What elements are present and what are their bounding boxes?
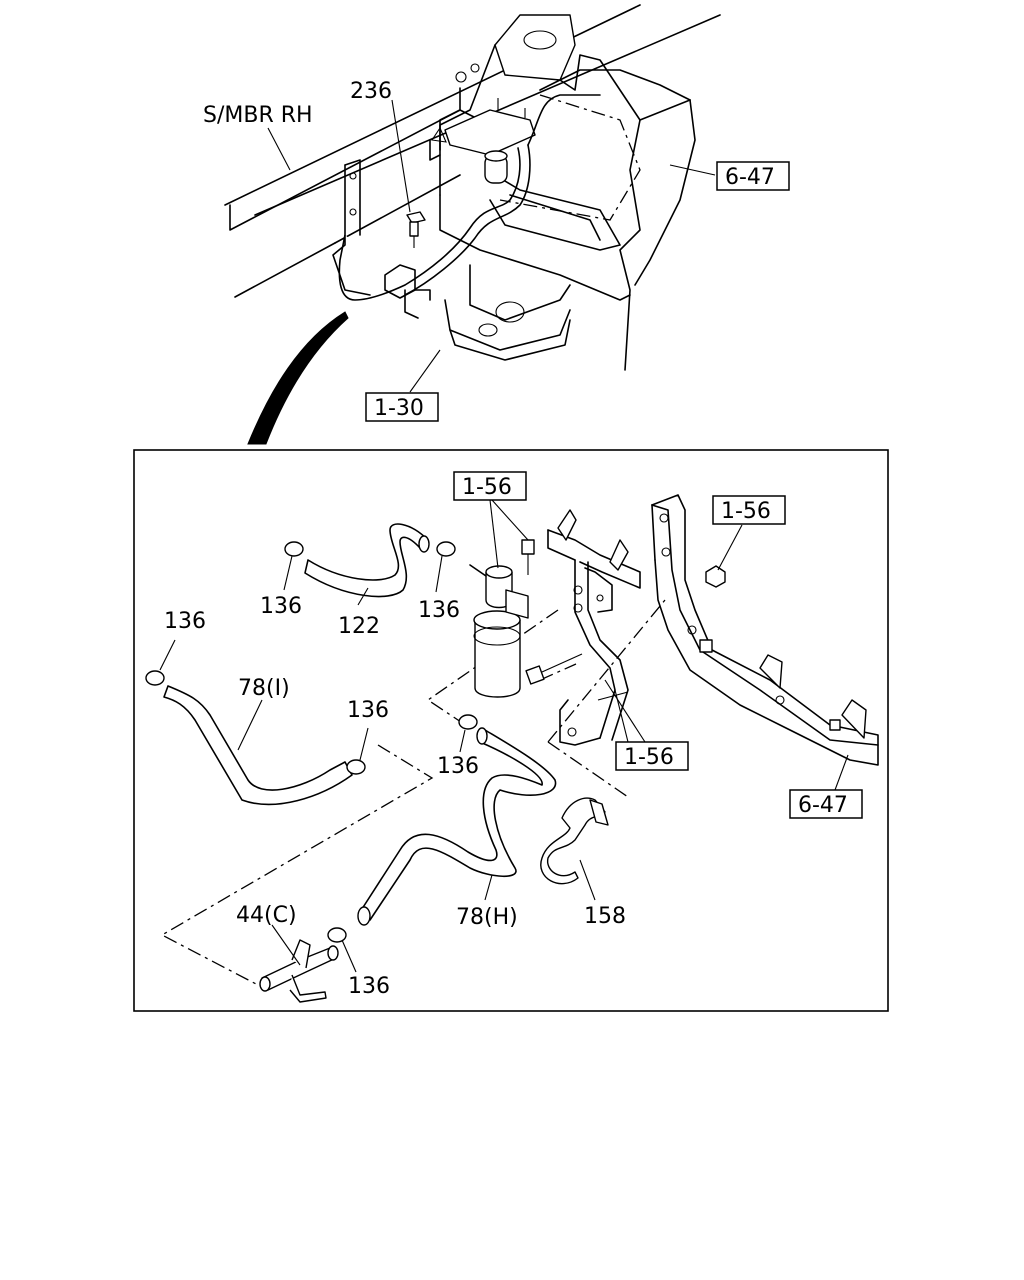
detail-section: 1-56 1-56 1-56 6-47 136 122 136 136 78(I…: [133, 449, 889, 1012]
connector-44C-label: 44(C): [236, 903, 297, 928]
crossmember-ref-box[interactable]: 1-30: [365, 392, 439, 422]
ref-box-right[interactable]: 1-56: [712, 495, 786, 525]
filter-plate: [444, 98, 536, 184]
ref-box-frame[interactable]: 6-47: [789, 789, 863, 819]
frame-bracket: [332, 126, 447, 296]
assembly-lines: [160, 599, 666, 986]
hose-clamp-icon: [145, 541, 478, 943]
ref-frame-label[interactable]: 6-47: [798, 793, 848, 818]
clip-bracket: [384, 264, 431, 319]
bracket-ref-box[interactable]: 6-47: [716, 161, 790, 191]
clamp-label-f: 136: [348, 974, 390, 999]
hose-122: [304, 523, 429, 598]
ref-box-lower[interactable]: 1-56: [615, 741, 689, 771]
nut-icon: [705, 565, 726, 588]
clamp-label-b: 136: [418, 598, 460, 623]
detail-arrow: [247, 311, 349, 445]
bracket-assembly: [439, 14, 696, 371]
detail-leaders: [159, 499, 849, 973]
ref-box-top[interactable]: 1-56: [453, 471, 527, 501]
bolt-icon: [406, 211, 426, 248]
bracket-ref-label[interactable]: 6-47: [725, 165, 775, 190]
hose-78I: [163, 685, 353, 806]
frame-member-6-47: [651, 494, 879, 766]
ref-right-label[interactable]: 1-56: [721, 499, 771, 524]
clamp-label-e: 136: [437, 754, 479, 779]
hose-78I-label: 78(I): [238, 676, 290, 701]
crossmember-ref-label[interactable]: 1-30: [374, 396, 424, 421]
overview-hoses: [338, 94, 601, 301]
fuel-filter: [469, 564, 529, 698]
ref-top-label[interactable]: 1-56: [462, 475, 512, 500]
bolt-icon: [521, 539, 583, 685]
overview-section: S/MBR RH 236 6-47 1-30: [203, 4, 790, 445]
clamp-label-d: 136: [347, 698, 389, 723]
overview-leaders: [267, 99, 716, 393]
mounting-bracket: [547, 509, 641, 746]
connector-44C: [259, 939, 339, 1003]
clamp-label-c: 136: [164, 609, 206, 634]
retainer-158-label: 158: [584, 904, 626, 929]
hose-122-label: 122: [338, 614, 380, 639]
detail-frame: [133, 449, 889, 1012]
bolt-callout: 236: [350, 79, 392, 104]
clamp-label-a: 136: [260, 594, 302, 619]
hose-78H-label: 78(H): [456, 905, 518, 930]
retainer-158: [540, 797, 609, 885]
frame-label: S/MBR RH: [203, 103, 313, 128]
ref-lower-label[interactable]: 1-56: [624, 745, 674, 770]
